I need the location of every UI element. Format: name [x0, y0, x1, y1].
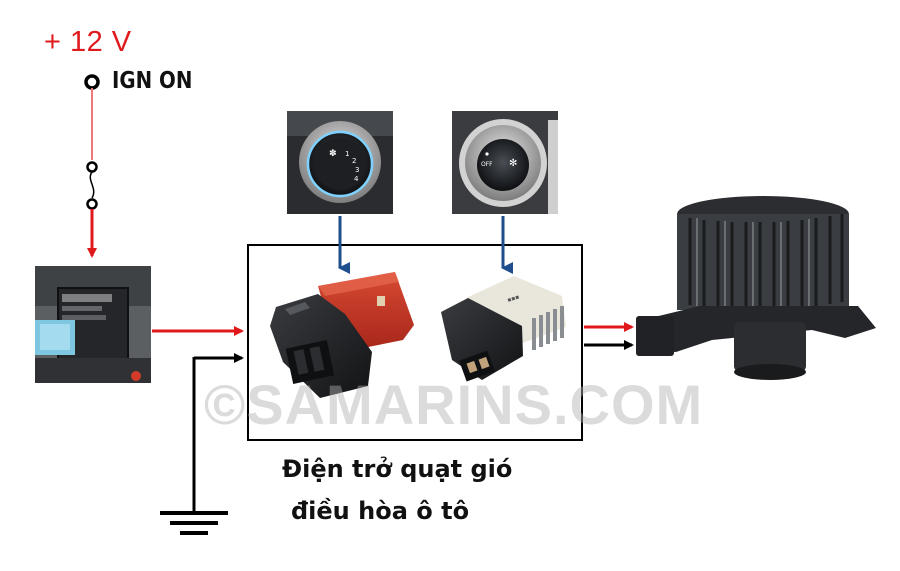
fan-knob-auto-photo: OFF ✻	[452, 111, 558, 214]
ground-symbol-icon	[160, 513, 228, 533]
svg-text:1: 1	[345, 150, 349, 158]
svg-text:2: 2	[352, 157, 356, 165]
caption-line-1: Điện trở quạt gió	[282, 455, 512, 483]
caption-line-2: điều hòa ô tô	[291, 497, 469, 525]
svg-text:3: 3	[355, 166, 359, 174]
supply-voltage-label: + 12 V	[44, 26, 132, 59]
svg-text:✻: ✻	[509, 158, 517, 169]
svg-text:4: 4	[354, 175, 359, 183]
resistor-auto-photo: ▪▪▪	[441, 276, 566, 381]
ignition-label: IGN ON	[112, 68, 192, 94]
ignition-wire	[86, 76, 98, 160]
svg-text:OFF: OFF	[481, 161, 493, 168]
ign-terminal-icon	[86, 76, 98, 88]
watermark: ©SAMARINS.COM	[204, 372, 703, 437]
fuse-icon	[88, 163, 97, 209]
blower-motor-photo	[636, 196, 876, 380]
fan-knob-manual-photo: ✽ 1 2 3 4	[287, 111, 393, 214]
svg-text:✽: ✽	[329, 149, 337, 159]
relay-photo	[35, 266, 151, 383]
